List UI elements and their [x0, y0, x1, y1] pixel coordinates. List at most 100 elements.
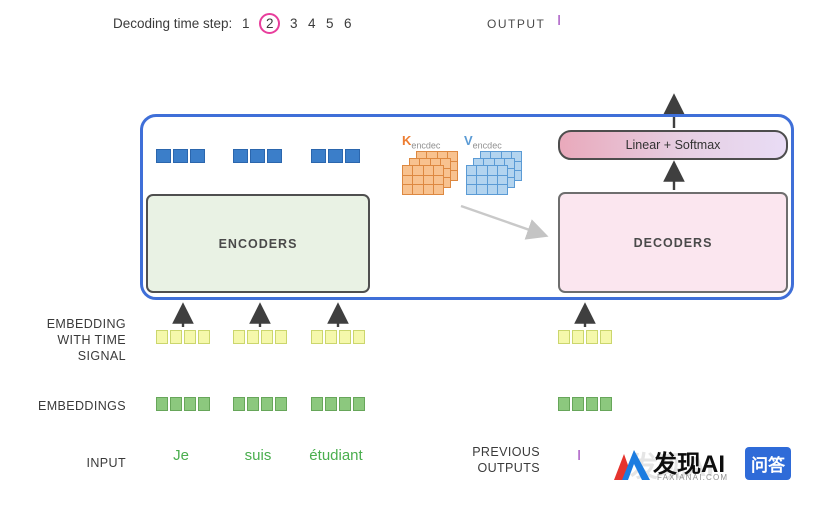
vector-cell [447, 152, 457, 161]
vector-cell [233, 149, 248, 163]
vector-cell [247, 397, 259, 411]
k-encdec-label: Kencdec [402, 133, 440, 151]
vector-cell [487, 175, 497, 185]
vector-cell [572, 397, 584, 411]
vector-cell [423, 166, 433, 175]
step-5: 5 [326, 15, 334, 31]
vector-cell [487, 185, 497, 194]
v-matrix-layer-front [466, 165, 508, 195]
vector-cell [311, 397, 323, 411]
k-subscript: encdec [411, 140, 441, 151]
vector-cell [511, 171, 521, 180]
vector-cell [156, 149, 171, 163]
vector-cell [345, 149, 360, 163]
step-6: 6 [344, 15, 352, 31]
vector-cell [504, 159, 514, 168]
output-value: I [557, 12, 562, 29]
input-token-1: Je [173, 447, 189, 464]
vector-cell [494, 159, 504, 168]
watermark-domain-text: FAXIANAI.COM [657, 473, 729, 482]
embedding-with-time-signal-label: EMBEDDING WITH TIME SIGNAL [46, 317, 126, 363]
vector-cell [353, 397, 365, 411]
vector-cell [586, 397, 598, 411]
v-encdec-label: Vencdec [464, 133, 502, 151]
embedding-vector-1 [156, 397, 210, 411]
linear-softmax-label: Linear + Softmax [625, 138, 721, 152]
output-label: OUTPUT [487, 17, 546, 31]
v-label: V [464, 133, 473, 148]
watermark-qa-badge: 问答 [745, 447, 791, 480]
v-matrix-stack [466, 151, 522, 195]
embedding-vector-previous-output [558, 397, 612, 411]
vector-cell [440, 178, 450, 187]
vector-cell [190, 149, 205, 163]
vector-cell [467, 185, 477, 194]
step-3: 3 [290, 15, 298, 31]
vector-cell [477, 166, 487, 175]
vector-cell [233, 397, 245, 411]
encoder-output-vector-2 [233, 149, 282, 163]
vector-cell [433, 185, 443, 194]
vector-cell [447, 171, 457, 180]
watermark-logo-icon [614, 450, 650, 480]
encoders-box: ENCODERS [146, 194, 370, 293]
vector-cell [430, 159, 440, 168]
vector-cell [423, 185, 433, 194]
step-4: 4 [308, 15, 316, 31]
vector-cell [433, 175, 443, 185]
vector-cell [497, 185, 507, 194]
decoders-box: DECODERS [558, 192, 788, 293]
step-1: 1 [242, 15, 250, 31]
vector-cell [477, 185, 487, 194]
input-label: INPUT [86, 456, 126, 470]
vector-cell [267, 149, 282, 163]
vector-cell [311, 330, 323, 344]
vector-cell [558, 397, 570, 411]
vector-cell [198, 330, 210, 344]
vector-cell [353, 330, 365, 344]
vector-cell [156, 330, 168, 344]
encoders-label: ENCODERS [218, 236, 298, 251]
vector-cell [497, 166, 507, 175]
vector-cell [413, 175, 423, 185]
k-matrix-layer-front [402, 165, 444, 195]
vector-cell [501, 152, 511, 161]
vector-cell [170, 330, 182, 344]
encoder-output-vector-1 [156, 149, 205, 163]
decoding-time-step-row: Decoding time step: 1 2 3 4 5 6 [113, 10, 352, 36]
vector-cell [487, 166, 497, 175]
embeddings-label: EMBEDDINGS [37, 399, 126, 413]
time-signal-vector-2 [233, 330, 287, 344]
vector-cell [600, 330, 612, 344]
vector-cell [511, 152, 521, 161]
vector-cell [261, 397, 273, 411]
vector-cell [233, 330, 245, 344]
vector-cell [311, 149, 326, 163]
vector-cell [558, 330, 570, 344]
vector-cell [184, 330, 196, 344]
vector-cell [184, 397, 196, 411]
time-signal-vector-previous-output [558, 330, 612, 344]
vector-cell [511, 161, 521, 171]
vector-cell [156, 397, 168, 411]
vector-cell [586, 330, 598, 344]
vector-cell [427, 152, 437, 161]
vector-cell [247, 330, 259, 344]
vector-cell [403, 166, 413, 175]
vector-cell [275, 330, 287, 344]
vector-cell [250, 149, 265, 163]
linear-softmax-box: Linear + Softmax [558, 130, 788, 160]
vector-cell [339, 330, 351, 344]
k-label: K [402, 133, 412, 148]
vector-cell [447, 161, 457, 171]
vector-cell [410, 159, 420, 168]
vector-cell [413, 185, 423, 194]
vector-cell [261, 330, 273, 344]
vector-cell [275, 397, 287, 411]
vector-cell [484, 159, 494, 168]
vector-cell [437, 152, 447, 161]
vector-cell [413, 166, 423, 175]
watermark-brand-text: 发现AI [653, 451, 725, 478]
vector-cell [440, 159, 450, 168]
